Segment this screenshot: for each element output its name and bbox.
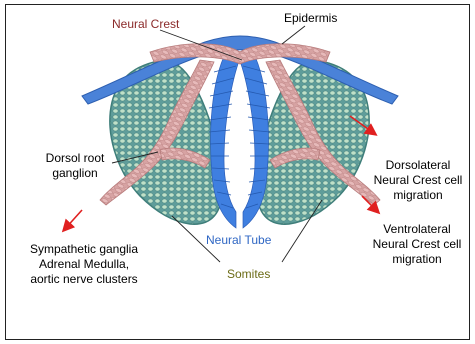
- somites-label: Somites: [227, 267, 270, 282]
- neural-tube-label: Neural Tube: [206, 233, 271, 248]
- neural-tube: [209, 52, 270, 228]
- sympathetic-ganglia-label: Sympathetic ganglia Adrenal Medulla, aor…: [14, 242, 154, 287]
- dorsal-root-ganglion-label: Dorsol root ganglion: [36, 151, 114, 181]
- epidermis-label: Epidermis: [284, 11, 337, 26]
- ventrolateral-migration-label: Ventrolateral Neural Crest cell migratio…: [364, 222, 470, 267]
- sympathetic-arrow: [64, 210, 82, 230]
- dorsolateral-migration-label: Dorsolateral Neural Crest cell migration: [368, 158, 468, 203]
- epidermis-leader: [282, 26, 305, 44]
- neural-crest-label: Neural Crest: [112, 17, 179, 32]
